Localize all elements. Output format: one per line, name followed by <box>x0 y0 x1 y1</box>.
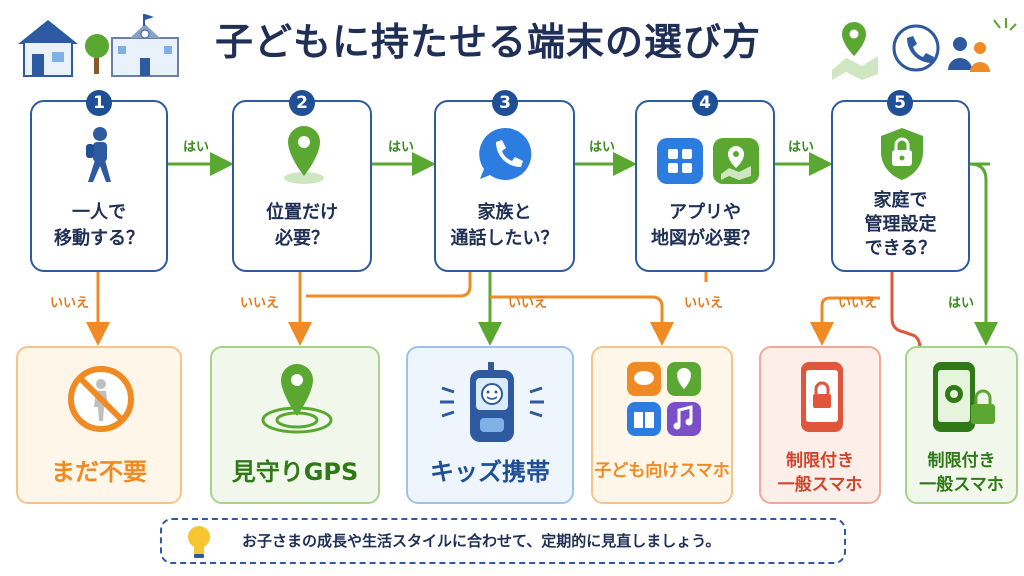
result-kids-smartphone: 子ども向けスマホ <box>591 346 733 504</box>
question-1-line2: 移動する？ <box>54 228 144 249</box>
phone-icon <box>892 24 940 72</box>
yes-label-4: はい <box>788 140 815 155</box>
yes-label-1: はい <box>183 140 210 155</box>
step-number-3: 3 <box>492 90 518 116</box>
question-box-4: アプリや 地図が必要？ <box>635 100 775 272</box>
lightbulb-icon <box>188 526 210 558</box>
settings-phone-icon <box>933 362 995 432</box>
question-4-line1: アプリや <box>669 202 741 223</box>
question-3-line1: 家族と <box>477 202 532 223</box>
step-number-5: 5 <box>887 90 913 116</box>
question-5-line2: 管理設定 <box>864 214 937 235</box>
question-1-line1: 一人で <box>72 202 126 223</box>
phone-bubble-icon <box>479 127 532 180</box>
result-5-line1: 制限付き <box>786 451 854 471</box>
question-2-line2: 必要？ <box>275 228 329 249</box>
question-box-1: 一人で 移動する？ <box>30 100 168 272</box>
location-pin-icon <box>284 126 324 184</box>
result-not-needed: まだ不要 <box>16 346 182 504</box>
map-pin-icon <box>832 22 878 80</box>
step-number-2: 2 <box>289 90 315 116</box>
yes-label-5: はい <box>948 296 975 311</box>
result-6-line2: 一般スマホ <box>919 475 1004 495</box>
tip-box: お子さまの成長や生活スタイルに合わせて、定期的に見直しましょう。 <box>160 518 846 564</box>
result-6-line1: 制限付き <box>927 451 996 471</box>
school-icon <box>111 14 179 77</box>
step-number-4: 4 <box>692 90 718 116</box>
question-5-line3: できる？ <box>864 238 937 259</box>
yes-label-3: はい <box>589 140 616 155</box>
no-label-5: いいえ <box>838 296 878 311</box>
question-box-2: 位置だけ 必要？ <box>232 100 372 272</box>
question-4-line2: 地図が必要？ <box>651 228 759 249</box>
map-icon <box>713 138 759 184</box>
result-gps: 見守りGPS <box>210 346 380 504</box>
shield-lock-icon <box>881 128 923 180</box>
tip-text: お子さまの成長や生活スタイルに合わせて、定期的に見直しましょう。 <box>242 532 721 550</box>
apps-grid-icon <box>657 138 703 184</box>
gps-tracker-icon <box>261 364 333 434</box>
question-box-5: 家庭で 管理設定 できる？ <box>831 100 970 272</box>
house-icon <box>18 20 78 77</box>
walking-child-icon <box>86 127 111 182</box>
page-title: 子どもに持たせる端末の選び方 <box>215 20 762 64</box>
no-label-3: いいえ <box>508 296 548 311</box>
result-4-label: 子ども向けスマホ <box>594 461 730 481</box>
question-5-line1: 家庭で <box>873 190 928 211</box>
result-restricted-smartphone-1: 制限付き 一般スマホ <box>759 346 881 504</box>
no-arrow-5 <box>810 296 880 346</box>
yes-label-2: はい <box>388 140 415 155</box>
red-link-5 <box>890 272 922 349</box>
no-arrow-3 <box>490 295 674 346</box>
result-2-label: 見守りGPS <box>231 458 359 486</box>
yes-arrow-5 <box>969 162 998 346</box>
result-restricted-smartphone-2: 制限付き 一般スマホ <box>905 346 1018 504</box>
header-right-illustration <box>828 14 1018 80</box>
tree-icon <box>85 34 109 74</box>
question-3-line2: 通話したい？ <box>450 228 559 249</box>
header-left-illustration <box>12 14 182 80</box>
result-1-label: まだ不要 <box>51 458 147 486</box>
locked-phone-icon <box>801 362 843 432</box>
family-icon <box>948 18 1017 72</box>
result-3-label: キッズ携帯 <box>430 458 550 486</box>
no-entry-icon <box>68 366 134 432</box>
result-kids-phone: キッズ携帯 <box>406 346 574 504</box>
no-label-4: いいえ <box>684 296 724 311</box>
result-5-line2: 一般スマホ <box>777 475 863 495</box>
link-3-to-2 <box>306 272 472 298</box>
kids-phone-icon <box>440 362 544 442</box>
no-label-2: いいえ <box>240 296 280 311</box>
kids-apps-icon <box>627 362 701 436</box>
step-number-1: 1 <box>86 90 112 116</box>
question-box-3: 家族と 通話したい？ <box>434 100 575 272</box>
question-2-line1: 位置だけ <box>266 202 338 223</box>
no-label-1: いいえ <box>50 296 90 311</box>
